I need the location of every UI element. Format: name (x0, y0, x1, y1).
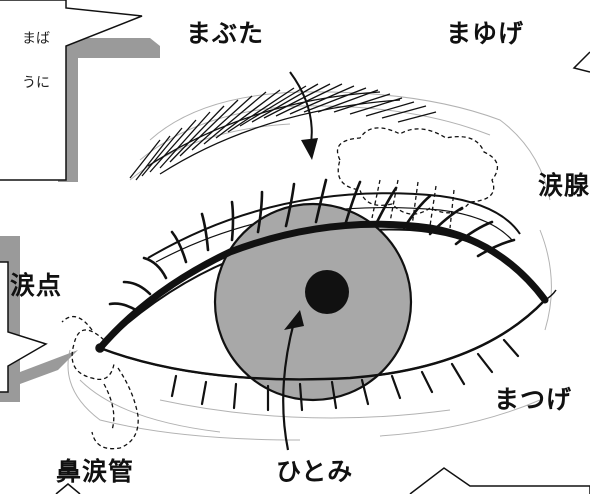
lower-eyelashes (170, 338, 520, 412)
bottom-left-callout (55, 483, 81, 494)
pupil (305, 270, 349, 314)
label-nasolacrimal-duct: 鼻涙管 (56, 457, 135, 486)
eyelid-arrowhead (301, 138, 318, 160)
upper-eyelashes (108, 178, 516, 312)
callout-text-line1: まば (22, 31, 50, 47)
pupil-arrow (282, 321, 296, 451)
label-eyelid: まぶた (186, 19, 265, 48)
lacrimal-point (95, 343, 105, 353)
label-eyebrow: まゆげ (446, 19, 525, 48)
pupil-arrowhead (284, 310, 304, 330)
upper-eyelid-line (96, 220, 549, 352)
eye-shading (67, 91, 552, 441)
label-pupil: ひとみ (276, 457, 354, 486)
right-callout-top (572, 51, 590, 73)
lower-eyelid-line (99, 299, 546, 381)
eyebrow (129, 83, 437, 181)
label-eyelashes: まつげ (494, 385, 573, 414)
callout-text-line2: うに (22, 75, 50, 91)
top-left-callout (0, 0, 143, 181)
label-lacrimal-gland: 涙腺 (538, 171, 590, 200)
left-callout (0, 261, 48, 393)
nasolacrimal-duct (61, 315, 139, 450)
upper-eyelid-crease (147, 192, 521, 259)
lacrimal-gland (336, 127, 499, 229)
left-callout-pointer-shadow (20, 350, 78, 384)
label-lacrimal-point: 涙点 (10, 271, 63, 300)
top-left-callout-shadow (58, 38, 160, 182)
eye-outer-edge (544, 289, 557, 301)
bottom-right-callout (409, 467, 590, 494)
eyelid-arrow (289, 71, 313, 151)
